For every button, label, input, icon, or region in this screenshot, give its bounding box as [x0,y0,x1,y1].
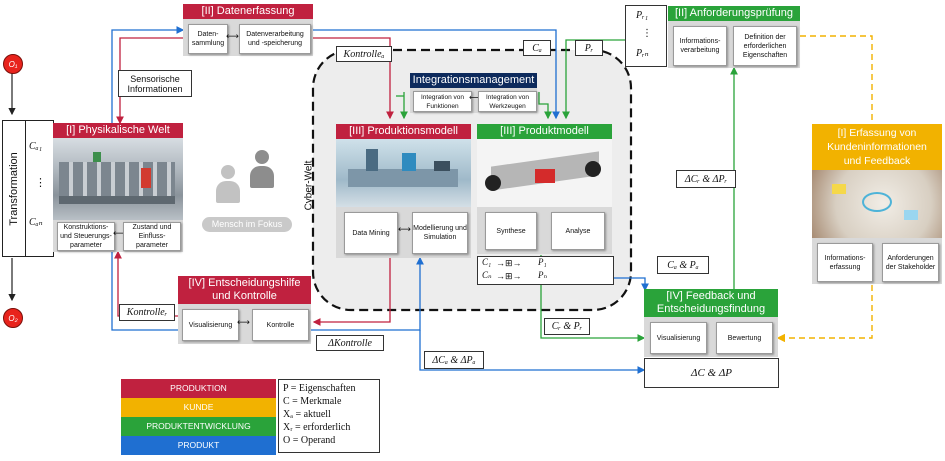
operand-in-label: O₁ [8,59,18,69]
prn-label: Pᵣₙ [636,48,649,59]
decision-support-panel: [IV] Entscheidungshilfe und Kontrolle Vi… [178,276,311,344]
legend-kunde: KUNDE [121,398,276,417]
delta-cr-pr-label: ΔCᵣ & ΔPᵣ [676,170,736,188]
integration-tools-box: Integration von Werkzeugen [478,91,537,112]
physical-world-panel: [I] Physikalische Welt Konstruktions- un… [53,123,183,252]
state-params-box: Zustand und Einfluss-parameter [123,222,181,251]
formula-arrows: →⊞→→⊞→ [496,258,522,281]
integration-title: Integrationsmanagement [410,73,537,88]
data-mining-box: Data Mining [344,212,398,254]
delta-c-p-label: ΔC & ΔP [644,358,779,388]
operand-in-circle: O₁ [3,54,23,74]
data-capture-title: [II] Datenerfassung [183,4,313,19]
ca-label: Cₐ [523,40,551,56]
production-line-image [336,139,471,207]
transformation-title: Transformation [3,121,26,256]
control-box: Kontrolle [252,309,309,341]
feedback-title: [IV] Feedback und Entscheidungsfindung [644,289,778,317]
double-arrow-icon: ⟷ [237,317,250,327]
requirement-panel: [II] Anforderungsprüfung Informations-ve… [668,6,800,68]
construction-params-box: Konstruktions- und Steuerungs-parameter [57,222,115,251]
delta-kontrolle-label: ΔKontrolle [316,335,384,351]
formula-c1: C₁ [482,257,492,267]
formula-box: C₁ Cₙ →⊞→→⊞→ P₁ Pₙ [477,256,614,285]
pr-dots: ⋮ [642,28,652,39]
modelling-simulation-box: Modellierung und Simulation [412,212,468,254]
analysis-box: Analyse [551,212,605,250]
visualization-box-left: Visualisierung [182,309,239,341]
info-processing-box: Informations-verarbeitung [673,26,727,66]
formula-pn: Pₙ [538,270,548,280]
legend-produktentwicklung: PRODUKTENTWICKLUNG [121,417,276,436]
requirement-title: [II] Anforderungsprüfung [668,6,800,21]
double-arrow-icon: ⟷ [226,31,239,41]
synthesis-box: Synthese [485,212,537,250]
product-model-title: [III] Produktmodell [477,124,612,139]
info-capture-box: Informations-erfassung [817,243,873,282]
feedback-panel: [IV] Feedback und Entscheidungsfindung V… [644,289,778,357]
physical-world-title: [I] Physikalische Welt [53,123,183,138]
legend-produkt: PRODUKT [121,436,276,455]
definition-properties-box: Definition der erforderlichen Eigenschaf… [733,26,797,66]
production-model-title: [III] Produktionsmodell [336,124,471,139]
pr-label: Pᵣ [575,40,603,56]
visualization-box-right: Visualisierung [650,322,707,354]
double-arrow-icon: ⟷ [398,224,411,234]
definitions-box: P = Eigenschaften C = Merkmale Xₐ = aktu… [278,379,380,453]
pr1-label: Pᵣ₁ [636,10,649,21]
definition-xa: Xₐ = aktuell [283,409,331,420]
definition-c: C = Merkmale [283,396,342,407]
customer-panel: [I] Erfassung von Kundeninformationen un… [812,124,942,284]
human-icon-grey [248,150,274,190]
definition-o: O = Operand [283,435,336,446]
data-capture-panel: [II] Datenerfassung Daten-sammlung ⟷ Dat… [183,4,313,56]
transformation-dots: ⋮ [35,177,46,189]
color-legend: PRODUKTION KUNDE PRODUKTENTWICKLUNG PROD… [121,379,276,455]
evaluation-box: Bewertung [716,322,773,354]
operand-out-circle: O₂ [3,308,23,328]
double-arrow-icon: ⟷ [469,93,481,102]
operand-out-label: O₂ [8,313,18,323]
integration-functions-box: Integration von Funktionen [413,91,472,112]
transformation-c1: Cₐ₁ [29,141,43,152]
factory-image [53,138,183,220]
definition-p: P = Eigenschaften [283,383,356,394]
human-focus-pill: Mensch im Fokus [202,217,292,232]
sensor-info-label: Sensorische Informationen [118,70,192,97]
product-model-panel: [III] Produktmodell Synthese Analyse [477,124,612,254]
pr-vector-box: Pᵣ₁ ⋮ Pᵣₙ [625,5,667,67]
cr-pr-label: Cᵣ & Pᵣ [544,318,590,335]
legend-produktion: PRODUKTION [121,379,276,398]
double-arrow-icon: ⟷ [113,228,126,238]
kontrolle-a-label: Kontrolleₐ [336,46,392,62]
decision-support-title: [IV] Entscheidungshilfe und Kontrolle [178,276,311,304]
production-model-panel: [III] Produktionsmodell Data Mining ⟷ Mo… [336,124,471,258]
kontrolle-r-label: Kontrolleᵣ [119,304,175,321]
ca-pa-label: Cₐ & Pₐ [657,256,709,274]
formula-p1: P₁ [538,257,547,267]
delta-ca-pa-label: ΔCₐ & ΔPₐ [424,351,484,369]
cyber-world-label: Cyber-Welt [303,160,315,210]
definition-xr: Xᵣ = erforderlich [283,422,351,433]
integration-panel: Integrationsmanagement Integration von F… [410,73,537,113]
customer-title: [I] Erfassung von Kundeninformationen un… [812,124,942,170]
transformation-box: Transformation Cₐ₁ ⋮ Cₐₙ [2,120,54,257]
car-chassis-image [477,139,612,207]
formula-cn: Cₙ [482,270,492,280]
data-processing-box: Datenverarbeitung und -speicherung [239,24,311,54]
data-collection-box: Daten-sammlung [188,24,228,54]
human-icon-light [215,165,241,203]
workshop-image [812,170,942,238]
transformation-cn: Cₐₙ [29,217,43,228]
stakeholder-req-box: Anforderungen der Stakeholder [882,243,939,282]
